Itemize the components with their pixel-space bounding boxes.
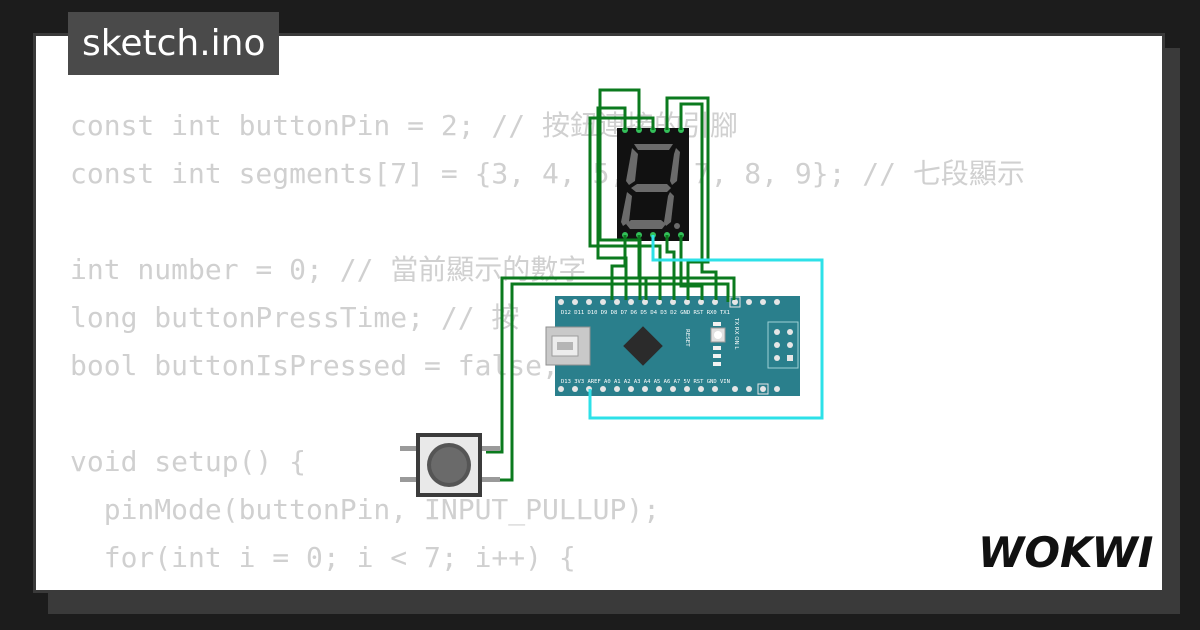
code-line: for(int i = 0; i < 7; i++) { [70,541,576,574]
code-line: long buttonPressTime; // 按 [70,301,520,334]
code-line: void setup() { [70,445,307,478]
reset-label: RESET [684,329,690,347]
gnd-wire [588,235,824,420]
top-pin-labels: D12 D11 D10 D9 D8 D7 D6 D5 D4 D3 D2 GND … [561,310,730,316]
mcu-chip [623,326,663,366]
filename-tab: sketch.ino [68,12,280,75]
led-on [713,354,721,358]
button-wire [486,276,736,454]
wire-segment [665,96,710,300]
wire-segment [588,116,662,300]
wire-segment [679,235,704,300]
seven-segment-display [617,127,689,241]
code-line: bool buttonIsPressed = false; [70,349,559,382]
button-wire [486,282,730,482]
icsp-header [767,321,799,369]
led-tx [713,322,721,326]
code-line: const int buttonPin = 2; // 按鈕連接的引腳 [70,109,739,142]
bottom-pin-labels: D13 3V3 AREF A0 A1 A2 A3 A4 A5 A6 A7 5V … [561,379,730,385]
led-rx [713,346,721,350]
led-l [713,362,721,366]
code-line: pinMode(segments[i], OUTPUT); [70,582,1025,590]
pushbutton [400,433,500,497]
led-labels: TX RX ON L [733,317,739,350]
wires [486,88,824,482]
logo-text: WOKWI [978,528,1153,575]
code-line: pinMode(buttonPin, INPUT_PULLUP); [70,493,661,526]
arduino-nano-board: D12 D11 D10 D9 D8 D7 D6 D5 D4 D3 D2 GND … [545,296,800,396]
code-line: int number = 0; // 當前顯示的數字 [70,253,587,286]
wokwi-logo: WOKWI [978,528,1153,575]
wire-segment [665,235,676,300]
